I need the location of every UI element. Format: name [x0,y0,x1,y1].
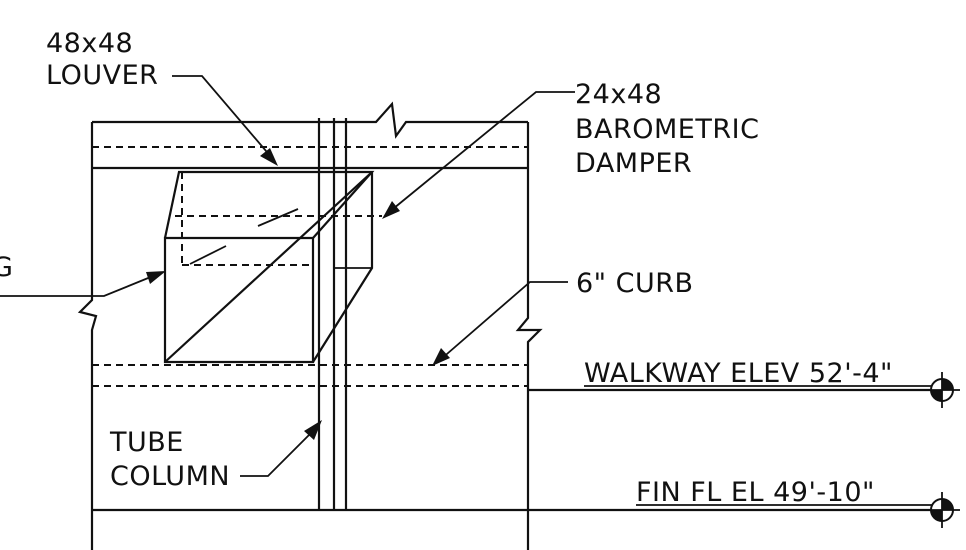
curb-leader [432,281,568,366]
finished-floor-label: FIN FL EL 49'-10" [636,477,875,508]
left-cropped-label: G [0,252,13,283]
louver-box [163,170,382,364]
louver-leader [172,75,278,166]
damper-leader [382,91,575,219]
walkway-elevation-line [528,385,940,392]
damper-label-size: 24x48 [575,79,662,110]
curb-label: 6" CURB [576,268,694,299]
floor-elevation-line [528,504,940,512]
tube-column-label-2: COLUMN [110,461,230,492]
wall-section [77,101,543,550]
tube-column-label-1: TUBE [109,427,184,458]
floor-elevation-target-icon [924,492,960,528]
walkway-elevation-label: WALKWAY ELEV 52'-4" [584,358,893,389]
tube-leader [240,420,322,477]
damper-label-name: DAMPER [575,148,692,179]
louver-label-name: LOUVER [46,60,158,91]
louver-label-size: 48x48 [46,28,133,59]
damper-label-type: BAROMETRIC [575,114,759,145]
tube-column [317,118,348,510]
walkway-elevation-target-icon [924,372,960,408]
left-leader [0,271,166,297]
